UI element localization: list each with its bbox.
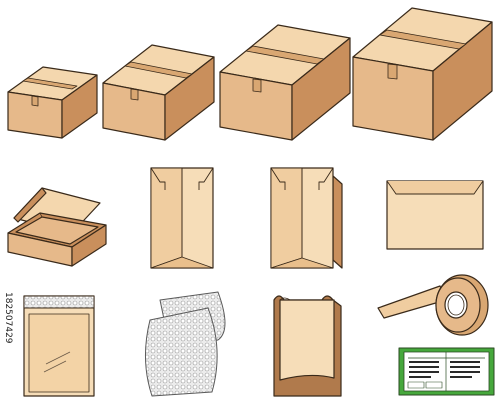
packing-tape-icon — [377, 274, 489, 336]
kraft-envelope-icon — [150, 167, 214, 269]
long-envelope-icon — [386, 180, 484, 250]
paper-bag-icon — [273, 295, 342, 397]
bubble-wrap-icon — [144, 291, 226, 397]
gusset-envelope-icon — [270, 167, 343, 269]
open-box-icon — [7, 187, 107, 267]
stock-id-text: 182507429 — [0, 292, 14, 402]
stock-id-label: 182507429 — [3, 292, 13, 344]
bubble-mailer-icon — [23, 295, 95, 397]
shipping-label-icon — [398, 347, 495, 396]
cardboard-box-large-icon — [219, 24, 351, 141]
cardboard-box-medium-icon — [102, 44, 215, 141]
cardboard-box-small-icon — [7, 66, 98, 139]
cardboard-box-xlarge-icon — [352, 7, 493, 141]
